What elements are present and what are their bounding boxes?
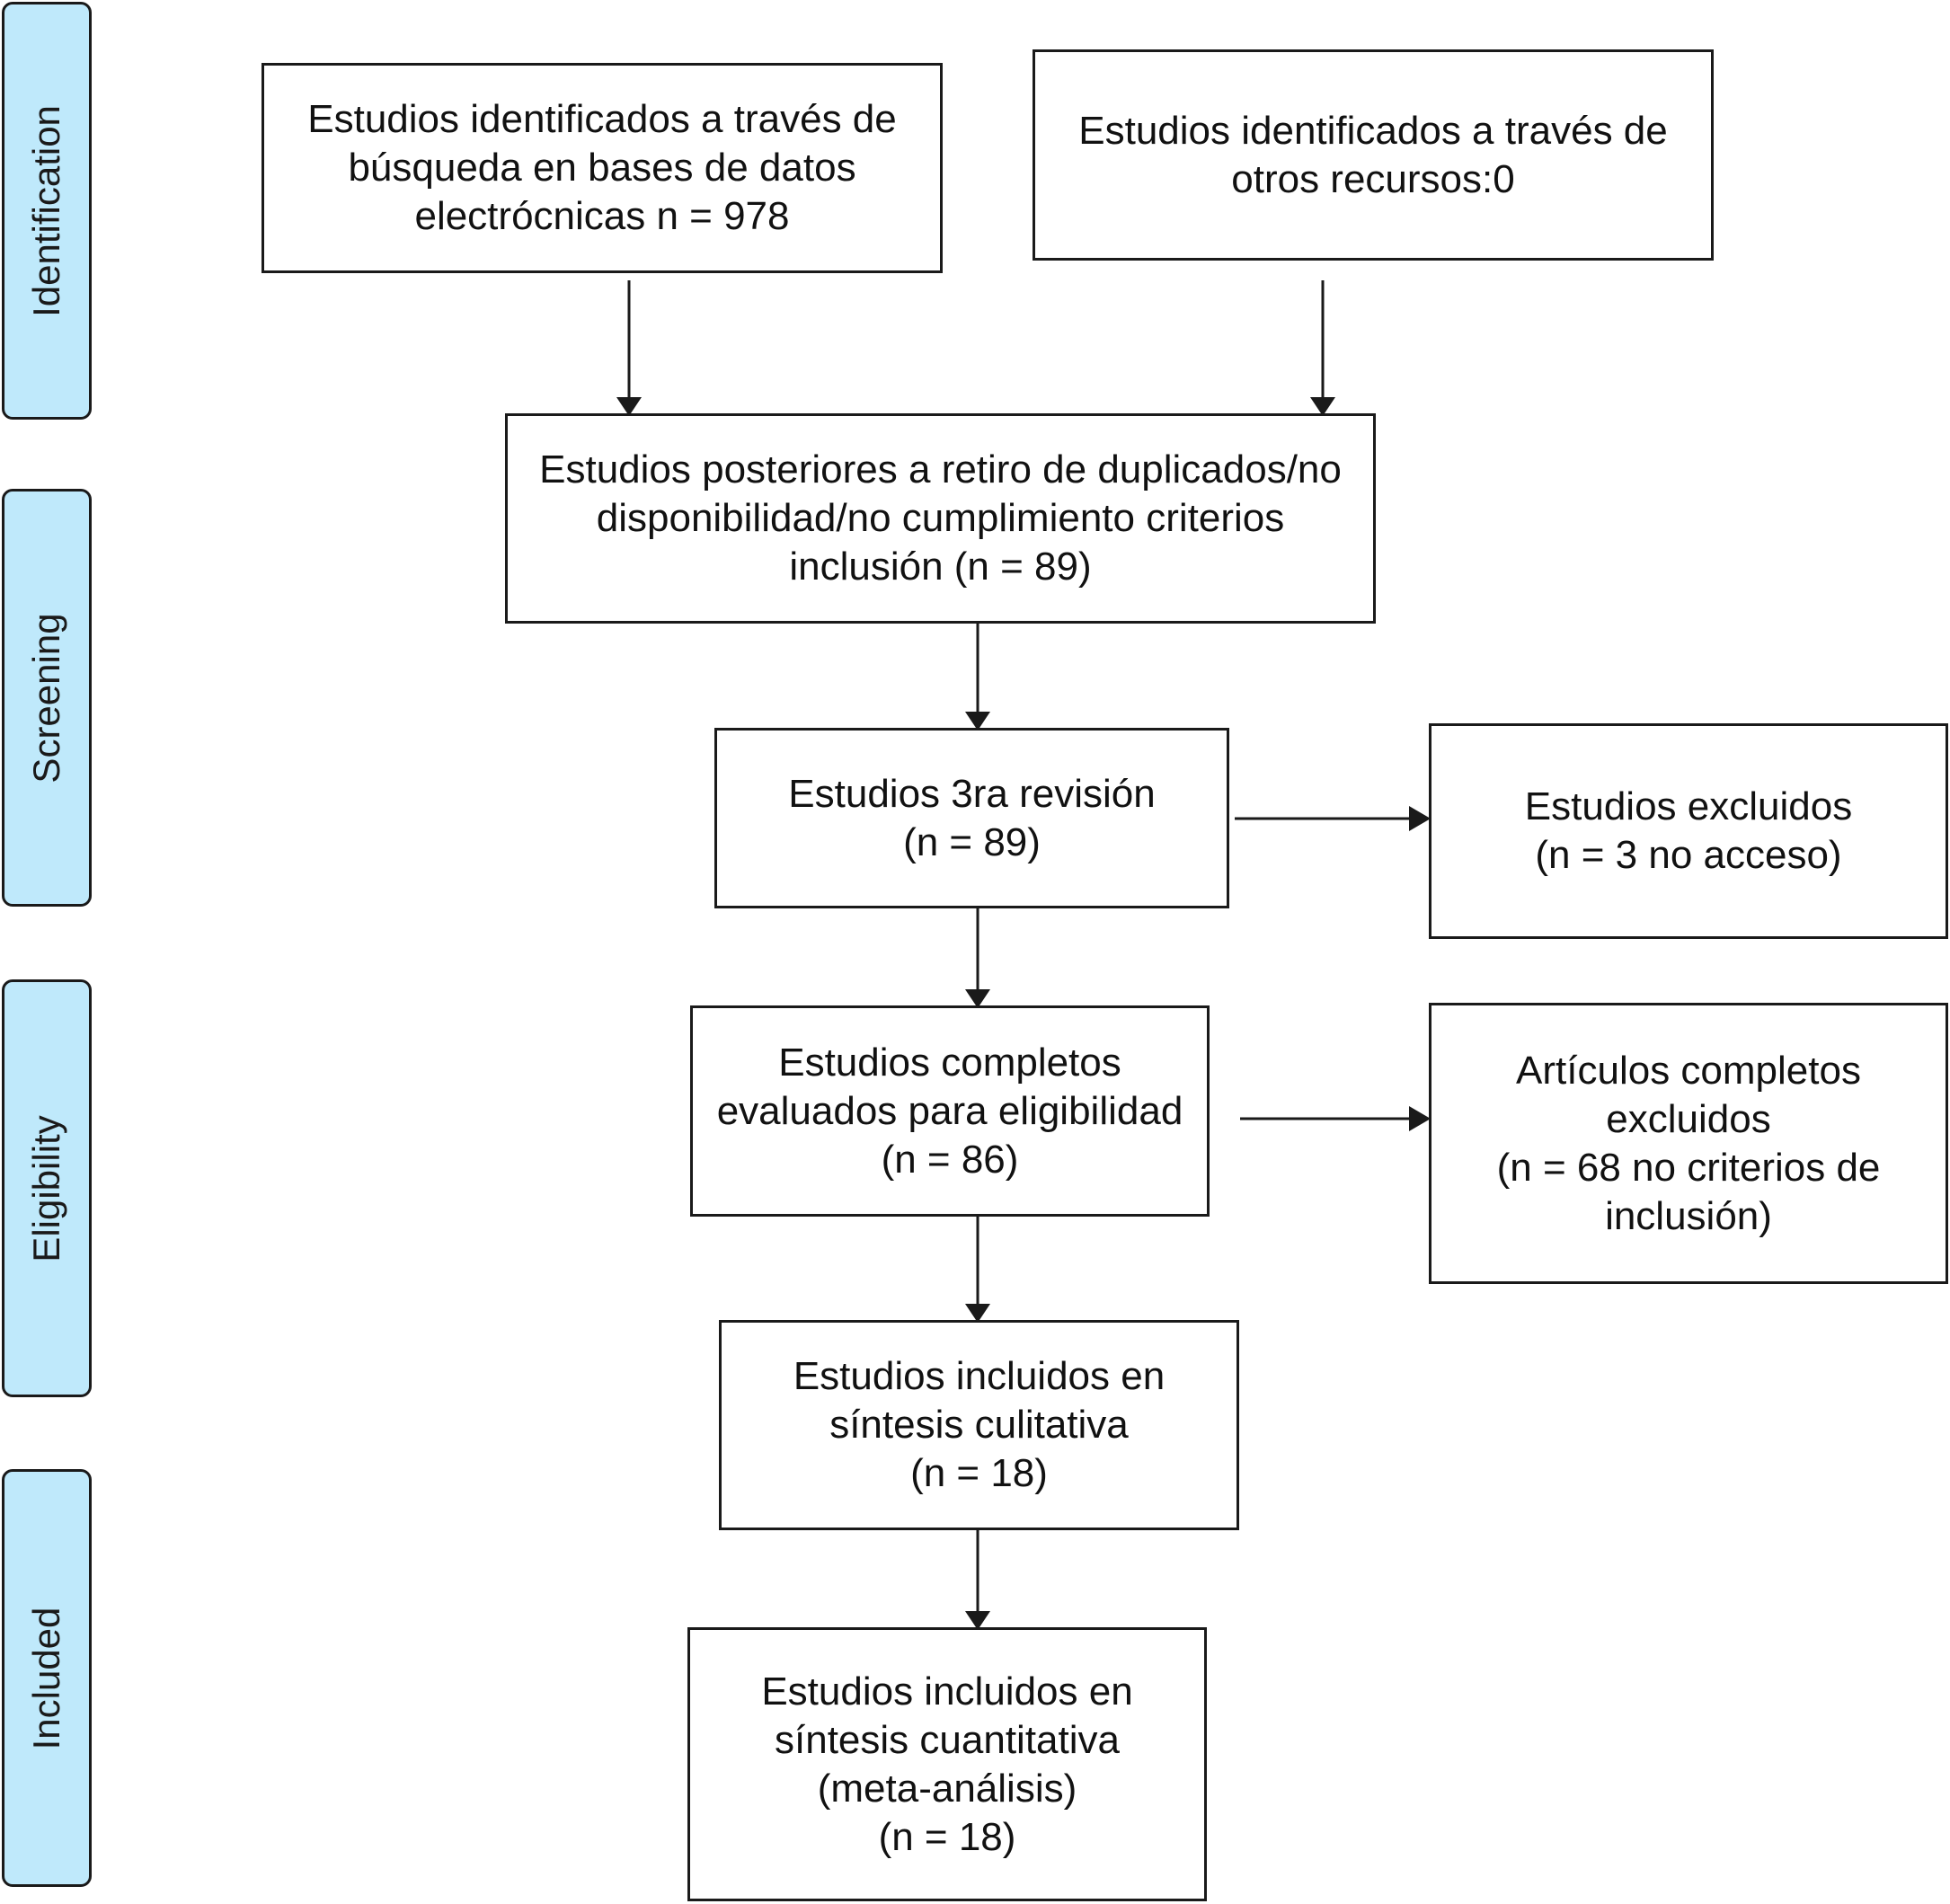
box-database-search-line-3: electrócnicas n = 978 (414, 194, 790, 238)
box-full-assessed-line-3: (n = 86) (881, 1137, 1019, 1182)
box-quantitative-line-1: Estudios incluidos en (761, 1669, 1133, 1714)
box-full-assessed-line-2: evaluados para eligibilidad (716, 1088, 1183, 1133)
box-after-duplicates-line-3: inclusión (n = 89) (789, 545, 1092, 589)
arrowhead-db-to-duplicates (616, 397, 642, 416)
arrowhead-review-to-assessed (965, 989, 990, 1008)
box-full-assessed-line-1: Estudios completos (778, 1040, 1121, 1085)
box-qualitative-line-3: (n = 18) (910, 1451, 1048, 1495)
phase-screening: Screening (2, 489, 92, 907)
phase-eligibility: Eligibility (2, 979, 92, 1397)
arrowhead-assessed-to-qualitative (965, 1304, 990, 1323)
box-quantitative-line-3: (meta-análisis) (817, 1766, 1077, 1811)
box-quantitative-line-4: (n = 18) (878, 1814, 1016, 1859)
box-full-excluded: Artículos completos excluidos (n = 68 no… (1429, 1003, 1948, 1284)
box-after-duplicates: Estudios posteriores a retiro de duplica… (505, 413, 1376, 624)
box-database-search: Estudios identificados a través de búsqu… (261, 63, 943, 273)
box-third-review: Estudios 3ra revisión (n = 89) (714, 728, 1229, 908)
box-excluded: Estudios excluidos (n = 3 no acceso) (1429, 723, 1948, 939)
phase-identification: Identification (2, 2, 92, 420)
arrowhead-review-to-excluded (1409, 806, 1431, 831)
box-full-excluded-line-3: (n = 68 no criterios de (1496, 1145, 1881, 1190)
box-full-assessed: Estudios completos evaluados para eligib… (690, 1005, 1210, 1217)
box-excluded-line-1: Estudios excluidos (1524, 784, 1853, 828)
box-qualitative-line-1: Estudios incluidos en (793, 1354, 1166, 1398)
arrowhead-other-to-duplicates (1310, 397, 1335, 416)
arrowhead-qualitative-to-quantitative (965, 1611, 990, 1630)
box-qualitative-synthesis: Estudios incluidos en síntesis culitativ… (719, 1320, 1239, 1530)
box-full-excluded-line-1: Artículos completos (1516, 1048, 1861, 1093)
box-database-search-line-2: búsqueda en bases de datos (348, 146, 856, 190)
box-excluded-line-2: (n = 3 no acceso) (1535, 833, 1842, 877)
box-third-review-line-1: Estudios 3ra revisión (788, 771, 1156, 816)
box-after-duplicates-line-2: disponibilidad/no cumplimiento criterios (596, 496, 1285, 540)
box-database-search-line-1: Estudios identificados a través de (307, 97, 897, 141)
box-quantitative-line-2: síntesis cuantitativa (775, 1717, 1120, 1762)
box-third-review-line-2: (n = 89) (903, 819, 1041, 864)
arrowhead-duplicates-to-review (965, 712, 990, 731)
box-full-excluded-line-2: excluidos (1606, 1096, 1771, 1141)
box-other-sources-line-2: otros recursos:0 (1231, 156, 1515, 201)
box-full-excluded-line-4: inclusión) (1605, 1193, 1772, 1238)
box-quantitative-synthesis: Estudios incluidos en síntesis cuantitat… (687, 1627, 1207, 1901)
box-other-sources-line-1: Estudios identificados a través de (1078, 108, 1668, 153)
box-qualitative-line-2: síntesis culitativa (829, 1403, 1129, 1447)
arrowhead-assessed-to-excluded (1409, 1106, 1431, 1131)
box-other-sources: Estudios identificados a través de otros… (1033, 49, 1714, 261)
phase-included: Included (2, 1469, 92, 1887)
box-after-duplicates-line-1: Estudios posteriores a retiro de duplica… (539, 447, 1342, 491)
